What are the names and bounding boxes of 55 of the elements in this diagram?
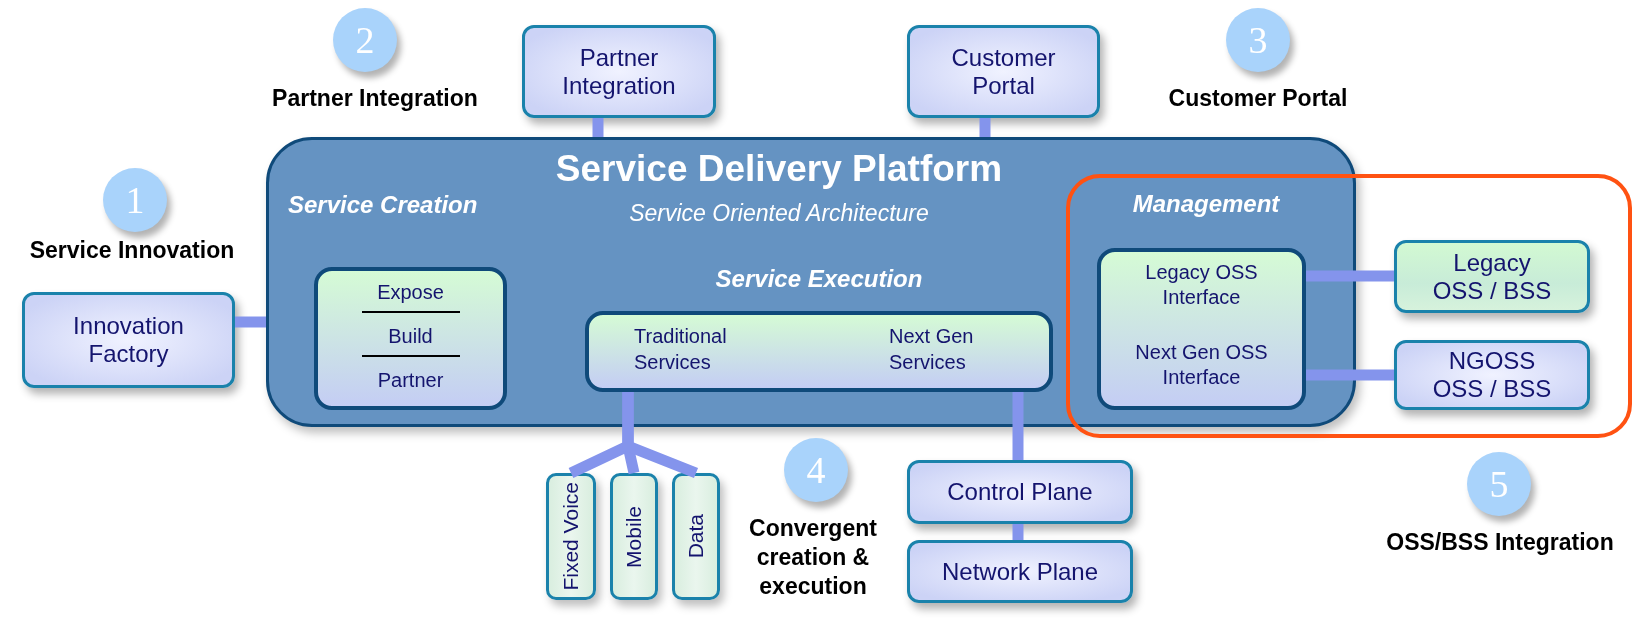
component-box bbox=[1394, 340, 1590, 410]
step-number-circle bbox=[784, 438, 848, 502]
channel-box bbox=[672, 473, 720, 600]
platform-title: Service Delivery Platform bbox=[554, 148, 1004, 190]
section-item: Legacy OSS Interface bbox=[1144, 260, 1259, 310]
connector bbox=[235, 316, 266, 328]
step-number: 1 bbox=[125, 178, 145, 222]
channel-label: Data bbox=[684, 514, 707, 559]
section-item: Traditional Services bbox=[634, 324, 728, 375]
section-item: Next Gen Services bbox=[889, 324, 975, 375]
connector bbox=[979, 118, 991, 137]
connector bbox=[1012, 524, 1024, 540]
step-number-circle bbox=[103, 168, 167, 232]
section-heading: Management bbox=[1131, 190, 1281, 218]
channel-box bbox=[546, 473, 596, 600]
step-caption: Service Innovation bbox=[28, 236, 236, 265]
channel-label: Mobile bbox=[622, 505, 645, 568]
channel-label: Fixed Voice bbox=[559, 482, 582, 591]
box-label: Network Plane bbox=[941, 557, 1099, 586]
section-item: Build bbox=[387, 325, 434, 348]
component-box bbox=[907, 540, 1133, 603]
step-caption: Convergent creation & execution bbox=[748, 514, 878, 601]
platform-container bbox=[266, 137, 1356, 427]
step-number-circle bbox=[333, 8, 397, 72]
step-number: 2 bbox=[355, 18, 375, 62]
box-label: Legacy OSS / BSS bbox=[1432, 248, 1552, 305]
component-box bbox=[522, 25, 716, 118]
connector bbox=[1306, 270, 1394, 282]
component-box bbox=[907, 460, 1133, 524]
box-label: NGOSS OSS / BSS bbox=[1432, 347, 1552, 403]
box-label: Control Plane bbox=[947, 478, 1093, 506]
step-caption: Partner Integration bbox=[271, 84, 479, 113]
component-box bbox=[907, 25, 1100, 118]
step-number: 4 bbox=[806, 448, 826, 492]
section-item: Partner bbox=[376, 369, 445, 392]
box-label: Customer Portal bbox=[950, 43, 1057, 100]
component-box bbox=[22, 292, 235, 388]
section-item: Expose bbox=[376, 281, 445, 304]
box-label: Innovation Factory bbox=[72, 312, 185, 368]
section-heading: Service Execution bbox=[714, 265, 924, 293]
section-item: Next Gen OSS Interface bbox=[1134, 340, 1269, 390]
step-number-circle bbox=[1226, 8, 1290, 72]
step-number-circle bbox=[1467, 452, 1531, 516]
platform-subtitle: Service Oriented Architecture bbox=[628, 200, 930, 227]
channel-box bbox=[610, 473, 658, 600]
step-number: 3 bbox=[1248, 18, 1268, 62]
connector bbox=[1306, 369, 1394, 381]
step-caption: Customer Portal bbox=[1167, 84, 1349, 113]
box-label: Partner Integration bbox=[561, 43, 677, 100]
connector bbox=[592, 118, 604, 137]
component-box bbox=[1394, 240, 1590, 313]
section-heading: Service Creation bbox=[288, 191, 478, 219]
step-caption: OSS/BSS Integration bbox=[1385, 528, 1615, 557]
connector bbox=[1012, 392, 1024, 460]
step-number: 5 bbox=[1489, 462, 1509, 506]
